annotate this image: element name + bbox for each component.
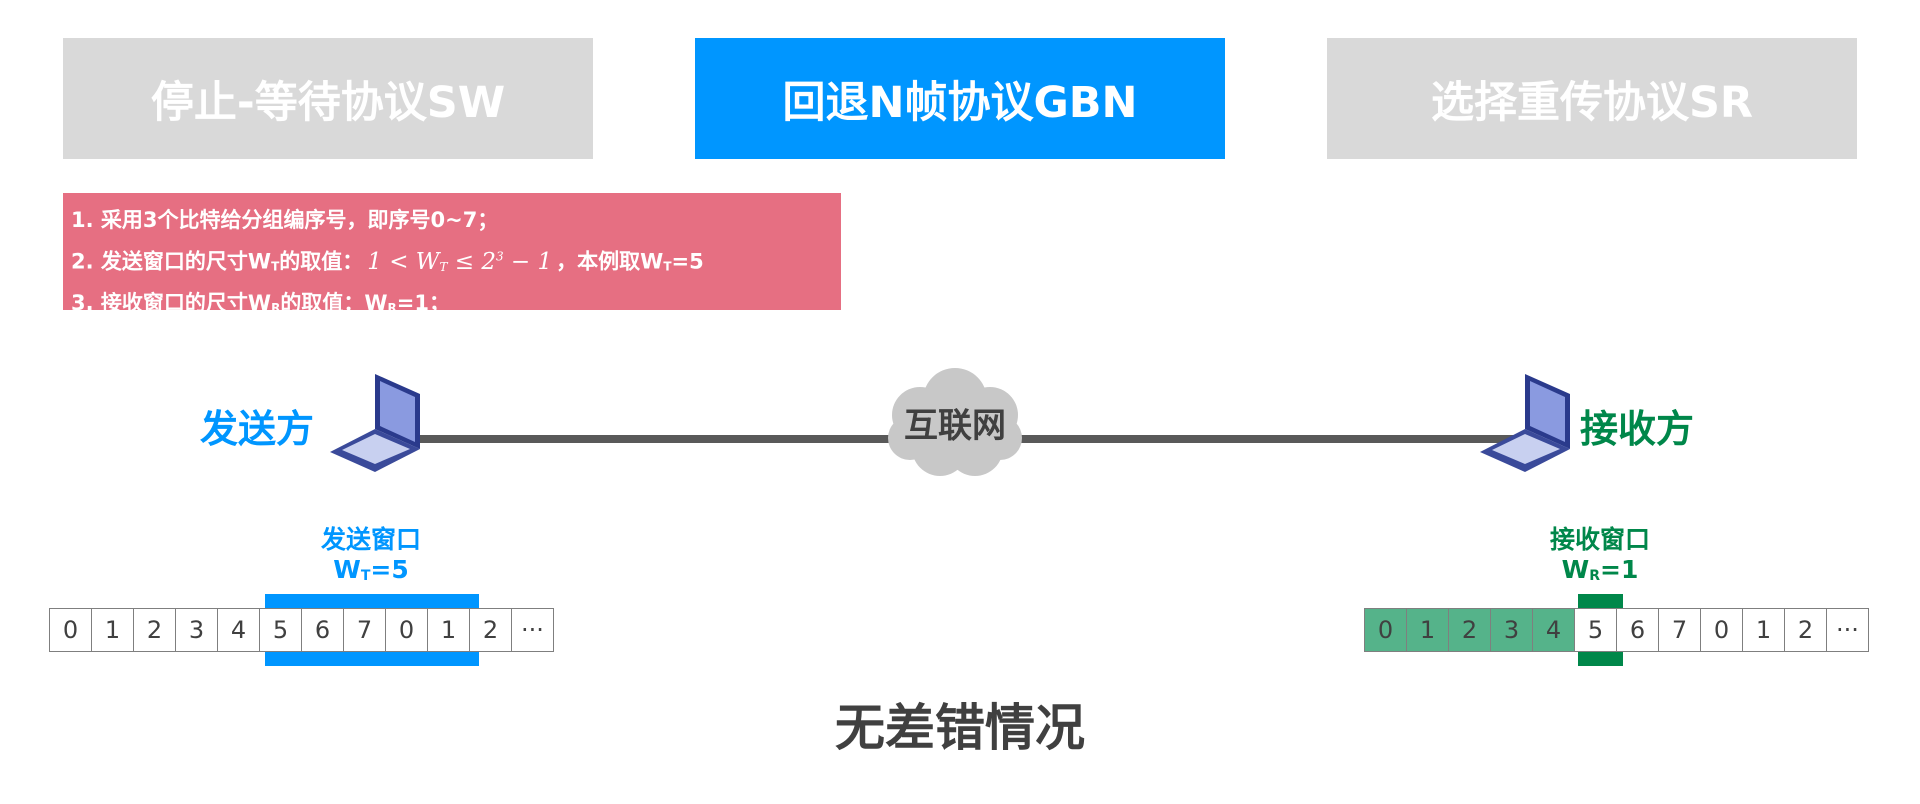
receive-window-title: 接收窗口 [1549, 525, 1650, 554]
receive-window-size-sub: R [1589, 568, 1600, 584]
note-line-3-prefix: 3. 接收窗口的尺寸W [71, 290, 272, 315]
receiver-seq-cell: 1 [1406, 608, 1449, 652]
sender-seq-cell: 2 [133, 608, 176, 652]
receiver-seq-cell: 1 [1742, 608, 1785, 652]
sender-label: 发送方 [200, 407, 315, 451]
receiver-seq-cell: 0 [1364, 608, 1407, 652]
sender-seq-cell: 0 [49, 608, 92, 652]
receive-window-size: WR=1 [1500, 555, 1700, 584]
sender-seq-cell: 1 [427, 608, 470, 652]
send-window-size: WT=5 [271, 555, 471, 584]
receiver-seq-cell: 4 [1532, 608, 1575, 652]
send-window-bracket-bottom [265, 652, 479, 666]
sender-seq-cell: 5 [259, 608, 302, 652]
send-window-title: 发送窗口 [320, 525, 421, 554]
sender-seq-cell: 7 [343, 608, 386, 652]
receiver-seq-cell: 6 [1616, 608, 1659, 652]
receiver-seq-cell: 0 [1700, 608, 1743, 652]
note-line-3-mid: 的取值：W [280, 290, 388, 315]
note-line-2-sub: T [271, 259, 280, 274]
receive-window-size-value: =1 [1600, 555, 1639, 584]
receiver-seq-cell: 2 [1448, 608, 1491, 652]
sender-seq-cell: 6 [301, 608, 344, 652]
formula-part-a: 1 < W [367, 248, 440, 275]
send-window-bracket-top [265, 594, 479, 608]
sender-seq-cell: 4 [217, 608, 260, 652]
scenario-caption: 无差错情况 [835, 699, 1085, 757]
note-line-3: 3. 接收窗口的尺寸WR的取值：WR=1； [71, 285, 833, 326]
receive-window-bracket-top [1578, 594, 1623, 608]
note-line-2: 2. 发送窗口的尺寸WT的取值：1 < WT ≤ 23 − 1，本例取WT=5 [71, 238, 833, 285]
window-formula: 1 < WT ≤ 23 − 1 [363, 249, 556, 275]
formula-sup: 3 [495, 249, 504, 263]
sender-seq-cell: 2 [469, 608, 512, 652]
send-window-size-value: =5 [370, 555, 409, 584]
receive-window-bracket-bottom [1578, 652, 1623, 666]
tab-go-back-n[interactable]: 回退N帧协议GBN [695, 38, 1225, 159]
tab-stop-and-wait[interactable]: 停止-等待协议SW [63, 38, 593, 159]
receiver-seq-cell: 7 [1658, 608, 1701, 652]
sender-seq-cell: 0 [385, 608, 428, 652]
protocol-notes: 1. 采用3个比特给分组编序号，即序号0~7； 2. 发送窗口的尺寸WT的取值：… [63, 193, 841, 315]
note-line-2-suffix: ，本例取W [556, 249, 664, 274]
send-window-size-prefix: W [333, 555, 361, 584]
send-window-size-sub: T [360, 568, 371, 584]
tab-selective-repeat[interactable]: 选择重传协议SR [1327, 38, 1857, 159]
receive-window-size-prefix: W [1561, 555, 1590, 584]
note-line-2-prefix: 2. 发送窗口的尺寸W [71, 249, 272, 274]
formula-part-b: ≤ 2 [447, 248, 496, 275]
receiver-label: 接收方 [1580, 407, 1695, 451]
internet-cloud-icon [888, 368, 1022, 476]
note-line-3-end: =1； [396, 290, 450, 315]
internet-label: 互联网 [904, 406, 1006, 446]
sender-seq-cell: 1 [91, 608, 134, 652]
note-line-1: 1. 采用3个比特给分组编序号，即序号0~7； [71, 208, 499, 232]
receiver-seq-cell: 2 [1784, 608, 1827, 652]
sender-laptop-icon [330, 374, 420, 472]
sender-seq-cell: 3 [175, 608, 218, 652]
note-line-2-suffix-sub: T [663, 259, 672, 274]
note-line-2-mid: 的取值： [279, 249, 364, 274]
formula-part-c: − 1 [503, 248, 553, 275]
sender-seq-cell: ··· [511, 608, 554, 652]
formula-sub: T [439, 259, 448, 274]
receiver-seq-cell: ··· [1826, 608, 1869, 652]
receiver-laptop-icon [1480, 374, 1570, 472]
note-line-3-sub: R [271, 300, 281, 315]
note-line-2-end: =5 [671, 249, 704, 274]
receiver-seq-cell: 3 [1490, 608, 1533, 652]
note-line-3-sub2: R [387, 300, 397, 315]
receiver-seq-cell: 5 [1574, 608, 1617, 652]
